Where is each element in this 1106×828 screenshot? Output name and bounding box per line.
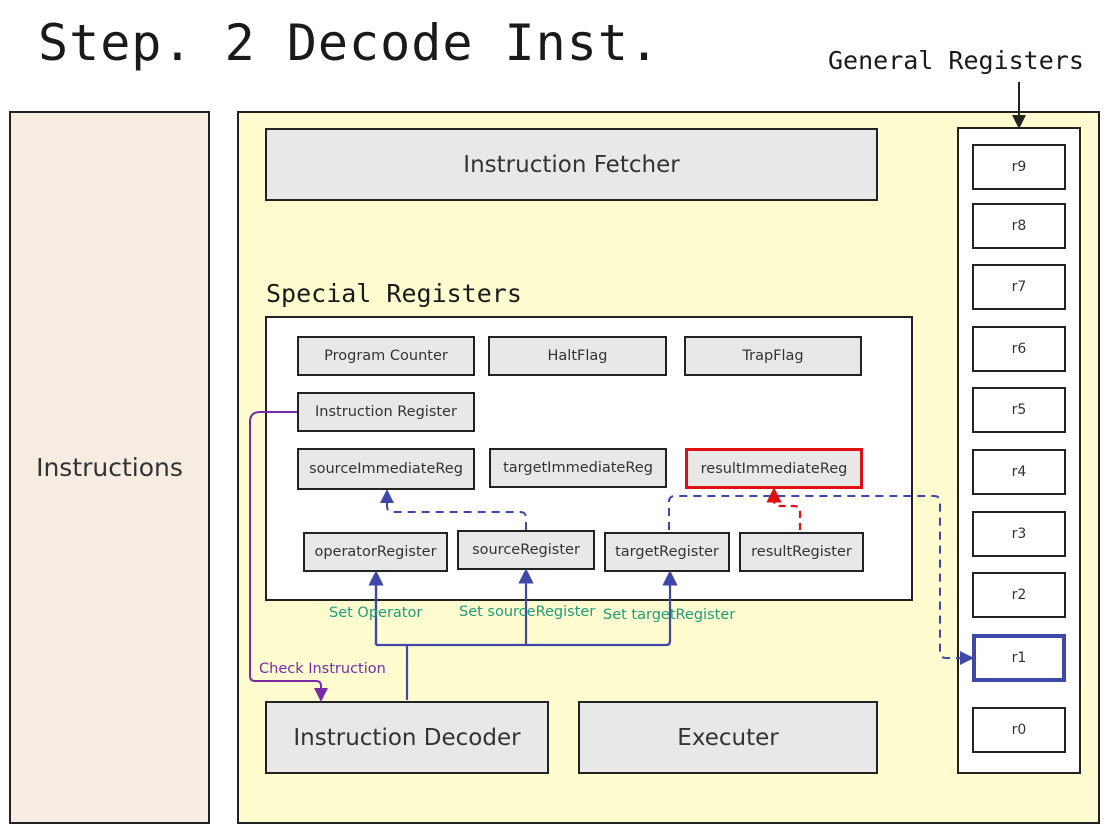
special-registers-label: Special Registers (266, 279, 522, 308)
result-register: resultRegister (739, 532, 864, 572)
register-r5-label: r5 (1011, 402, 1027, 418)
general-registers-label: General Registers (828, 46, 1084, 75)
program-counter-register: Program Counter (297, 336, 475, 376)
operator-register-label: operatorRegister (314, 544, 437, 560)
halt-flag-label: HaltFlag (547, 348, 608, 364)
set-operator-label: Set Operator (329, 605, 423, 621)
source-to-immediate-arrow (380, 489, 527, 530)
source-immediate-label: sourceImmediateReg (309, 461, 463, 477)
register-r7-label: r7 (1011, 279, 1027, 295)
register-r0: r0 (972, 707, 1066, 753)
target-register: targetRegister (604, 532, 730, 572)
trap-flag-label: TrapFlag (742, 348, 804, 364)
decoder-branch-arrow (374, 573, 672, 700)
check-instruction-label: Check Instruction (259, 661, 386, 677)
set-source-label: Set sourceRegister (459, 604, 596, 620)
set-target-arrow (662, 570, 678, 647)
instruction-fetcher-label: Instruction Fetcher (463, 151, 680, 178)
register-r3: r3 (972, 511, 1066, 557)
target-register-label: targetRegister (615, 544, 719, 560)
result-immediate-label: resultImmediateReg (700, 460, 848, 477)
check-instruction-arrow (249, 411, 328, 702)
target-immediate-register: targetImmediateReg (489, 448, 667, 488)
instructions-panel: Instructions (9, 111, 210, 824)
register-r4-label: r4 (1011, 464, 1027, 480)
executer-label: Executer (677, 724, 779, 751)
halt-flag-register: HaltFlag (488, 336, 667, 376)
register-r6: r6 (972, 326, 1066, 372)
register-r1-label: r1 (1011, 650, 1027, 666)
register-r6-label: r6 (1011, 341, 1027, 357)
register-r2: r2 (972, 572, 1066, 618)
register-r9: r9 (972, 144, 1066, 190)
executer: Executer (578, 701, 878, 774)
register-r3-label: r3 (1011, 526, 1027, 542)
instruction-fetcher: Instruction Fetcher (265, 128, 878, 201)
result-register-label: resultRegister (751, 544, 852, 560)
instruction-decoder: Instruction Decoder (265, 701, 549, 774)
program-counter-label: Program Counter (324, 348, 448, 364)
register-r5: r5 (972, 387, 1066, 433)
register-r9-label: r9 (1011, 159, 1027, 175)
register-r0-label: r0 (1011, 722, 1027, 738)
instruction-register-label: Instruction Register (315, 404, 457, 420)
trap-flag-register: TrapFlag (684, 336, 862, 376)
target-to-r1-arrow (668, 495, 974, 665)
register-r2-label: r2 (1011, 587, 1027, 603)
register-r1: r1 (972, 634, 1066, 682)
register-r7: r7 (972, 264, 1066, 310)
target-immediate-label: targetImmediateReg (503, 460, 653, 476)
page-title: Step. 2 Decode Inst. (38, 14, 661, 72)
result-to-immediate-arrow (766, 487, 802, 530)
instruction-register: Instruction Register (297, 392, 475, 432)
set-target-label: Set targetRegister (603, 607, 736, 623)
source-register-label: sourceRegister (472, 542, 580, 558)
register-r4: r4 (972, 449, 1066, 495)
instruction-decoder-label: Instruction Decoder (293, 724, 521, 751)
register-r8-label: r8 (1011, 218, 1027, 234)
instructions-label: Instructions (36, 453, 183, 482)
register-r8: r8 (972, 203, 1066, 249)
